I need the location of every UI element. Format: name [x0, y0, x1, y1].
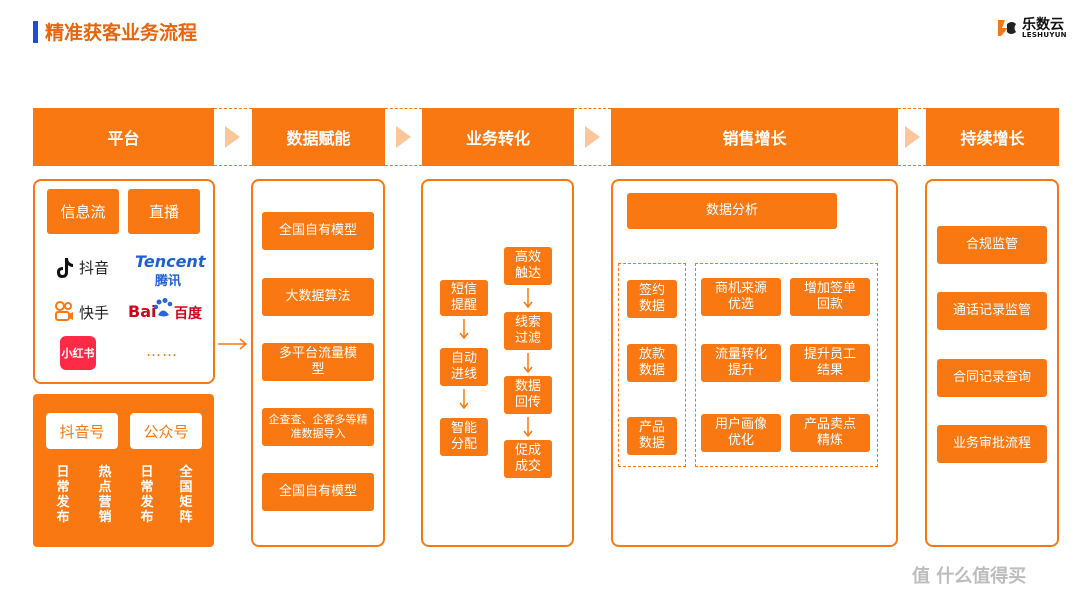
sales-action-group: [695, 263, 878, 467]
traffic-conversion-box: 流量转化提升: [701, 344, 781, 382]
more-platforms-ellipsis: ……: [146, 342, 178, 360]
tag-feed: 信息流: [47, 189, 119, 234]
arrow-down-icon: [459, 389, 469, 410]
leshuyun-logo-icon: [998, 20, 1016, 36]
stage-connector: [385, 108, 422, 166]
stage-connector: [574, 108, 611, 166]
selling-point-box: 产品卖点精炼: [790, 414, 870, 452]
xiaohongshu-logo: 小红书: [60, 336, 96, 370]
chevron-right-icon: [585, 126, 600, 148]
douyin-label: 抖音: [79, 259, 110, 277]
smart-assign-box: 智能分配: [440, 418, 488, 456]
user-profile-box: 用户画像优化: [701, 414, 781, 452]
data-import-box: 企查查、企客多等精准数据导入: [262, 408, 374, 446]
data-analysis-box: 数据分析: [627, 193, 837, 229]
algorithm-box: 大数据算法: [262, 278, 374, 316]
lead-filter-box: 线索过滤: [504, 312, 552, 350]
stage-header-sales: 销售增长: [611, 108, 898, 166]
kuaishou-label: 快手: [79, 304, 110, 322]
loan-data-box: 放款数据: [627, 344, 677, 382]
arrow-down-icon: [523, 353, 533, 374]
signing-data-box: 签约数据: [627, 280, 677, 318]
arrow-down-icon: [523, 288, 533, 309]
baidu-paw-icon: [153, 298, 173, 317]
sales-data-group: [618, 263, 686, 467]
vertical-item-daily-post: 日常发布: [140, 465, 154, 525]
vertical-item-national-matrix: 全国矩阵: [179, 465, 193, 525]
douyin-account-pill: 抖音号: [46, 413, 118, 449]
page-title: 精准获客业务流程: [45, 22, 198, 44]
tag-live: 直播: [128, 189, 200, 234]
tencent-logo-text: Tencent: [135, 252, 206, 271]
vertical-item-hot-marketing: 热点营销: [98, 465, 112, 525]
auto-lead-box: 自动进线: [440, 348, 488, 386]
title-accent-bar: [33, 21, 38, 43]
logo-subtext: LESHUYUN: [1022, 31, 1067, 39]
opportunity-source-box: 商机来源优选: [701, 278, 781, 316]
arrow-down-icon: [523, 417, 533, 438]
stage-connector: [898, 108, 926, 166]
stage-header-data: 数据赋能: [252, 108, 385, 166]
chevron-right-icon: [396, 126, 411, 148]
arrow-right-icon: [218, 338, 248, 350]
efficient-reach-box: 高效触达: [504, 247, 552, 285]
wechat-account-pill: 公众号: [130, 413, 202, 449]
baidu-cn-text: 百度: [174, 306, 202, 322]
compliance-box: 合规监管: [937, 226, 1047, 264]
increase-signing-box: 增加签单回款: [790, 278, 870, 316]
tencent-cn-text: 腾讯: [155, 274, 182, 289]
traffic-model-box: 多平台流量模型: [262, 343, 374, 381]
data-backflow-box: 数据回传: [504, 376, 552, 414]
logo-text: 乐数云: [1022, 17, 1064, 33]
vertical-item-daily-post: 日常发布: [56, 465, 70, 525]
stage-header-conversion: 业务转化: [422, 108, 574, 166]
staff-result-box: 提升员工结果: [790, 344, 870, 382]
model-box: 全国自有模型: [262, 473, 374, 511]
baidu-logo-text: Bai: [128, 302, 157, 321]
stage-connector: [214, 108, 252, 166]
call-record-box: 通话记录监管: [937, 292, 1047, 330]
model-box: 全国自有模型: [262, 212, 374, 250]
douyin-icon: [57, 258, 73, 278]
chevron-right-icon: [905, 126, 920, 148]
contract-query-box: 合同记录查询: [937, 359, 1047, 397]
kuaishou-icon: [55, 301, 73, 321]
arrow-down-icon: [459, 319, 469, 340]
stage-header-growth: 持续增长: [926, 108, 1059, 166]
stage-header-platform: 平台: [33, 108, 214, 166]
watermark: 值 什么值得买: [912, 566, 1027, 587]
close-deal-box: 促成成交: [504, 440, 552, 478]
product-data-box: 产品数据: [627, 417, 677, 455]
approval-flow-box: 业务审批流程: [937, 425, 1047, 463]
sms-reminder-box: 短信提醒: [440, 280, 488, 316]
chevron-right-icon: [225, 126, 240, 148]
